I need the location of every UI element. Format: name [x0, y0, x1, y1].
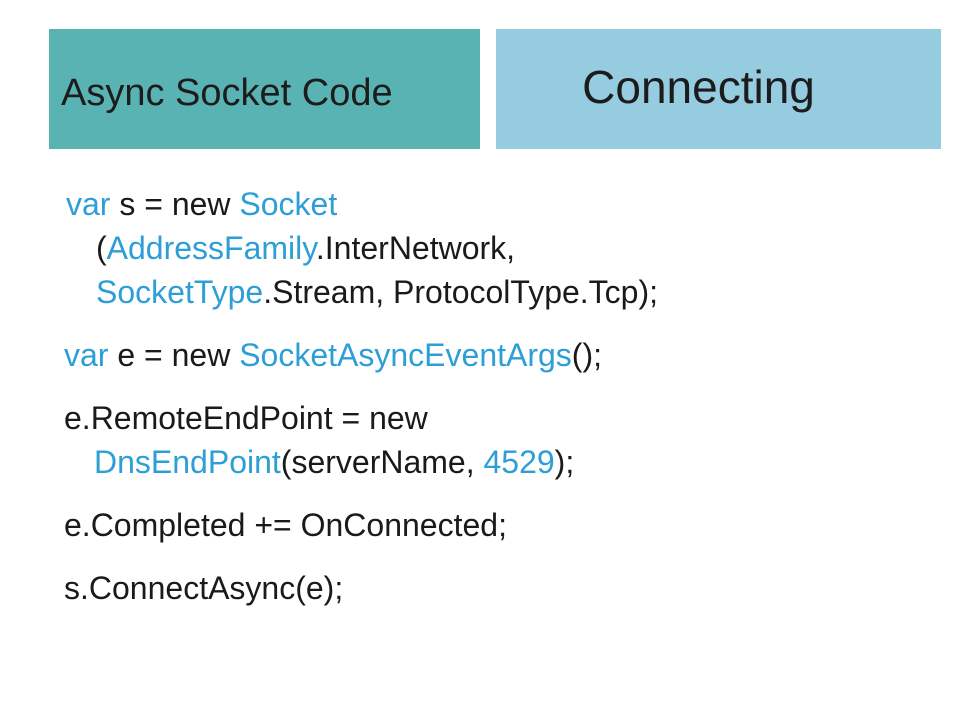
code-token: SocketAsyncEventArgs — [239, 337, 572, 373]
code-line-event-args: var e = new SocketAsyncEventArgs(); — [64, 333, 924, 377]
topic-title: Connecting — [582, 61, 815, 113]
code-line-socket: var s = new Socket (AddressFamily.InterNe… — [66, 182, 924, 314]
code-token: ( — [96, 230, 107, 266]
code-wrap: (AddressFamily.InterNetwork, — [96, 226, 924, 270]
code-line-connect-async: s.ConnectAsync(e); — [64, 566, 924, 610]
code-token: var — [66, 186, 111, 222]
topic-title-box: Connecting — [496, 29, 941, 149]
code-token: e = new — [108, 337, 240, 373]
code-token: s = new — [110, 186, 240, 222]
code-token: .Stream, ProtocolType.Tcp); — [263, 274, 659, 310]
code-token: e.Completed += OnConnected; — [64, 507, 507, 543]
code-token: Socket — [239, 186, 338, 222]
code-line-completed: e.Completed += OnConnected; — [64, 503, 924, 547]
code-token: 4529 — [483, 444, 555, 480]
code-token: (serverName, — [280, 444, 484, 480]
code-token: e.RemoteEndPoint = new — [64, 400, 428, 436]
code-token: s.ConnectAsync(e); — [64, 570, 344, 606]
code-token: DnsEndPoint — [94, 444, 281, 480]
code-token: .InterNetwork, — [315, 230, 516, 266]
section-title-box: Async Socket Code — [49, 29, 480, 149]
code-wrap: DnsEndPoint(serverName, 4529); — [94, 440, 924, 484]
code-token: SocketType — [96, 274, 264, 310]
code-token: (); — [571, 337, 602, 373]
code-wrap: SocketType.Stream, ProtocolType.Tcp); — [96, 270, 924, 314]
section-title: Async Socket Code — [61, 71, 393, 114]
code-token: ); — [554, 444, 575, 480]
code-token: var — [64, 337, 109, 373]
code-listing: var s = new Socket (AddressFamily.InterNe… — [64, 182, 924, 629]
code-token: AddressFamily — [106, 230, 316, 266]
